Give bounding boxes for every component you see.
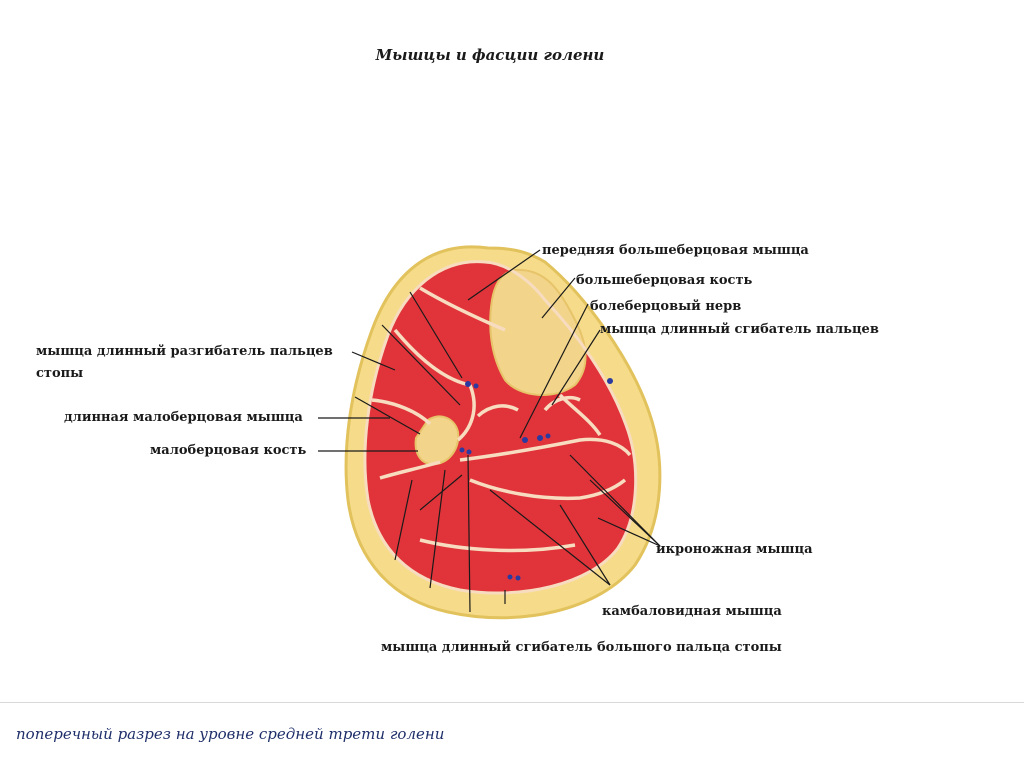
label-anterior-tibialis: передняя большеберцовая мышца	[542, 243, 809, 258]
fascia-septa	[371, 286, 632, 553]
label-tibial-nerve: болеберцовый нерв	[590, 299, 742, 314]
label-fibula: малоберцовая кость	[150, 443, 307, 458]
label-peroneus-longus: длинная малоберцовая мышца	[64, 410, 303, 425]
label-flexor-hallucis-longus: мышца длинный сгибатель большого пальца …	[381, 640, 782, 655]
fibula-bone	[414, 415, 460, 466]
label-extensor-digitorum-longus-line2: стопы	[36, 366, 84, 381]
label-soleus: камбаловидная мышца	[602, 604, 782, 619]
diagram-title: Мышцы и фасции голени	[375, 46, 605, 64]
leg-cross-section	[318, 245, 662, 620]
label-flexor-digitorum-longus: мышца длинный сгибатель пальцев	[600, 322, 879, 337]
label-tibia: большеберцовая кость	[576, 273, 753, 288]
deep-fascia	[363, 260, 638, 595]
neurovascular-bundles	[459, 378, 613, 581]
caption-divider	[0, 702, 1024, 703]
label-gastrocnemius: икроножная мышца	[656, 542, 813, 557]
label-extensor-digitorum-longus-line1: мышца длинный разгибатель пальцев	[36, 344, 333, 359]
leader-lines	[318, 249, 661, 613]
figure-caption: поперечный разрез на уровне средней трет…	[16, 725, 445, 743]
